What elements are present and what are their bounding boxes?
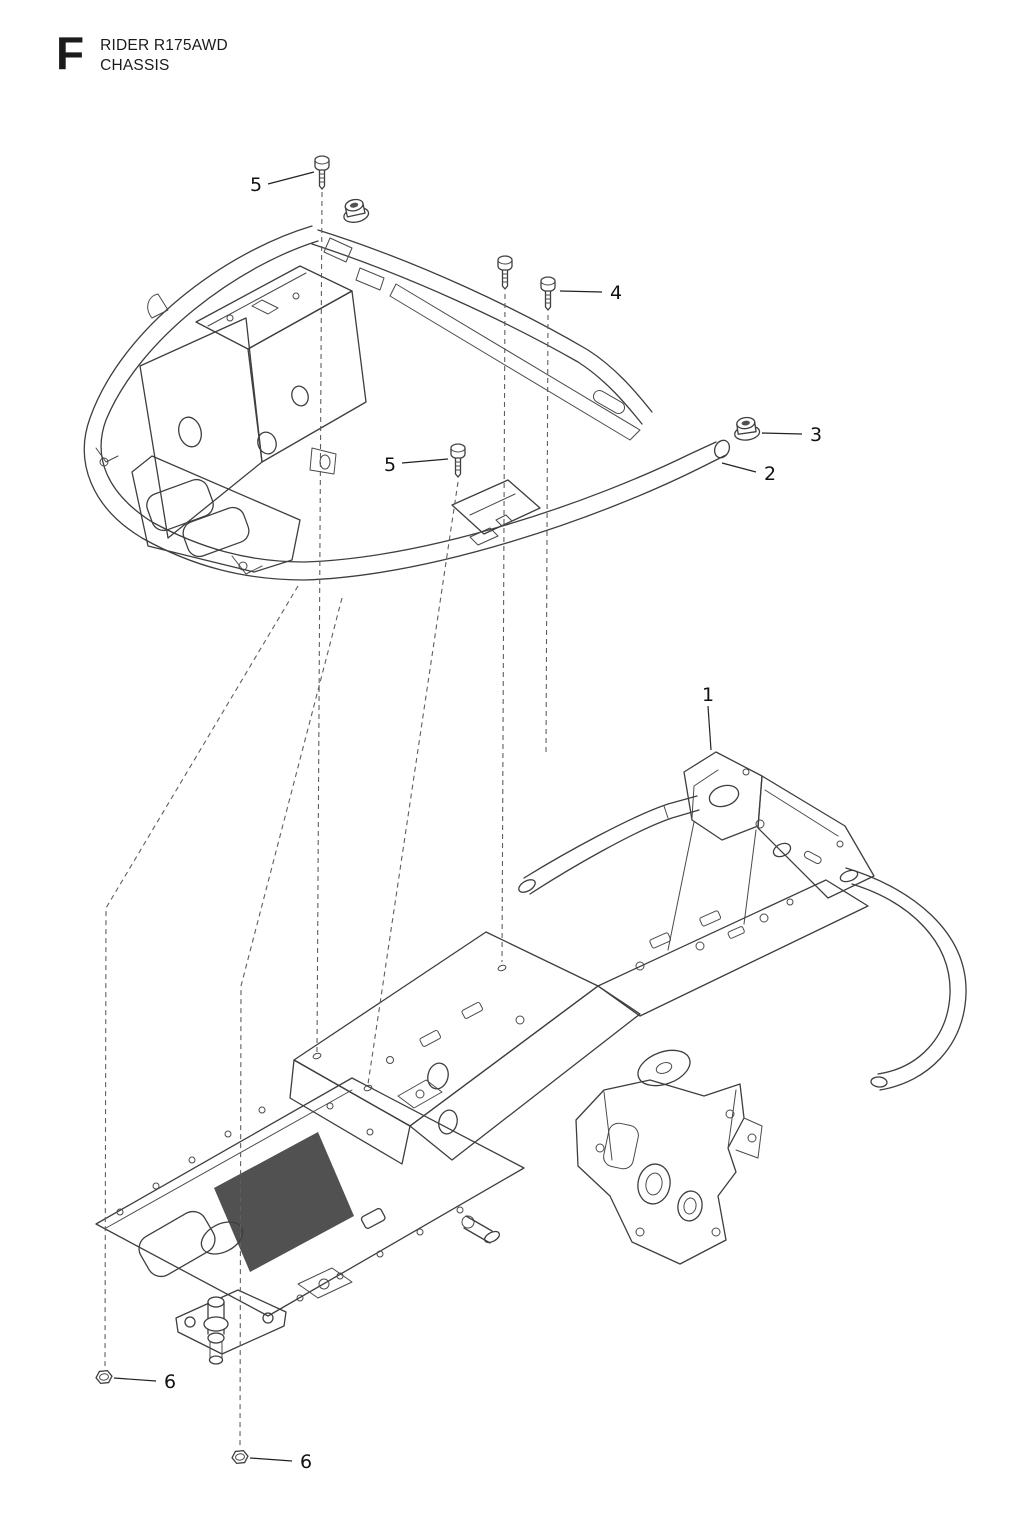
page-header: F RIDER R175AWD CHASSIS <box>56 27 228 79</box>
model-name: RIDER R175AWD <box>100 37 228 54</box>
section-letter: F <box>56 27 85 79</box>
grommet-3 <box>731 415 762 443</box>
leader-1 <box>707 705 712 751</box>
leader-5-mid <box>401 458 449 464</box>
chassis-rear-rails <box>497 879 869 1017</box>
callout-label-6-left: 6 <box>164 1371 176 1393</box>
projection-line-screw5-top <box>316 191 323 1053</box>
callout-label-5-mid: 5 <box>384 454 396 476</box>
projection-line-screw4-left <box>501 293 506 963</box>
leader-6-bottom <box>249 1457 293 1462</box>
rear-frame-tube <box>83 225 731 581</box>
leader-2 <box>721 462 757 473</box>
chassis-deck <box>289 931 641 1165</box>
callout-label-2: 2 <box>764 463 776 485</box>
chassis-part <box>95 751 967 1365</box>
callout-label-6-bottom: 6 <box>300 1451 312 1473</box>
chassis-left-tube <box>518 795 700 895</box>
callouts: 5 4 3 2 5 1 6 6 <box>113 171 822 1473</box>
chassis-axle-pin <box>461 1215 501 1244</box>
screw-4-right <box>540 276 556 311</box>
chassis-floor-pan <box>95 1077 525 1317</box>
rear-frame-chord <box>311 229 653 441</box>
page-titles: RIDER R175AWD CHASSIS <box>100 34 228 77</box>
projection-lines <box>104 191 549 1447</box>
screw-5-top <box>314 155 330 190</box>
nut-6-left <box>94 1369 114 1385</box>
rear-frame-part <box>83 225 731 581</box>
callout-label-4: 4 <box>610 282 622 304</box>
leader-3 <box>761 432 803 435</box>
screw-5-mid <box>450 443 466 478</box>
chassis-front-bracket <box>175 1267 353 1365</box>
nut-6-bottom <box>230 1449 250 1465</box>
leader-5-top <box>267 171 315 185</box>
callout-label-3: 3 <box>810 424 822 446</box>
battery-tray <box>131 265 367 573</box>
projection-line-screw4-right <box>545 314 549 755</box>
section-title: CHASSIS <box>100 57 170 75</box>
grommet-top <box>340 196 371 226</box>
projection-line-screw5-mid <box>367 481 459 1085</box>
chassis-tower-bracket <box>667 751 765 951</box>
chassis-pulley <box>637 1049 691 1087</box>
frame-lower-bracket <box>451 479 541 546</box>
projection-line-nut6-bottom <box>239 597 343 1447</box>
fasteners <box>94 155 762 1465</box>
leader-6-left <box>113 1377 157 1382</box>
callout-label-1: 1 <box>702 684 714 706</box>
screw-4-left <box>497 255 513 290</box>
leader-4 <box>559 290 603 293</box>
chassis-rear-bracket <box>575 1079 763 1265</box>
chassis-right-plate <box>757 775 875 899</box>
chassis-right-tube <box>839 867 967 1091</box>
callout-label-5-top: 5 <box>250 174 262 196</box>
